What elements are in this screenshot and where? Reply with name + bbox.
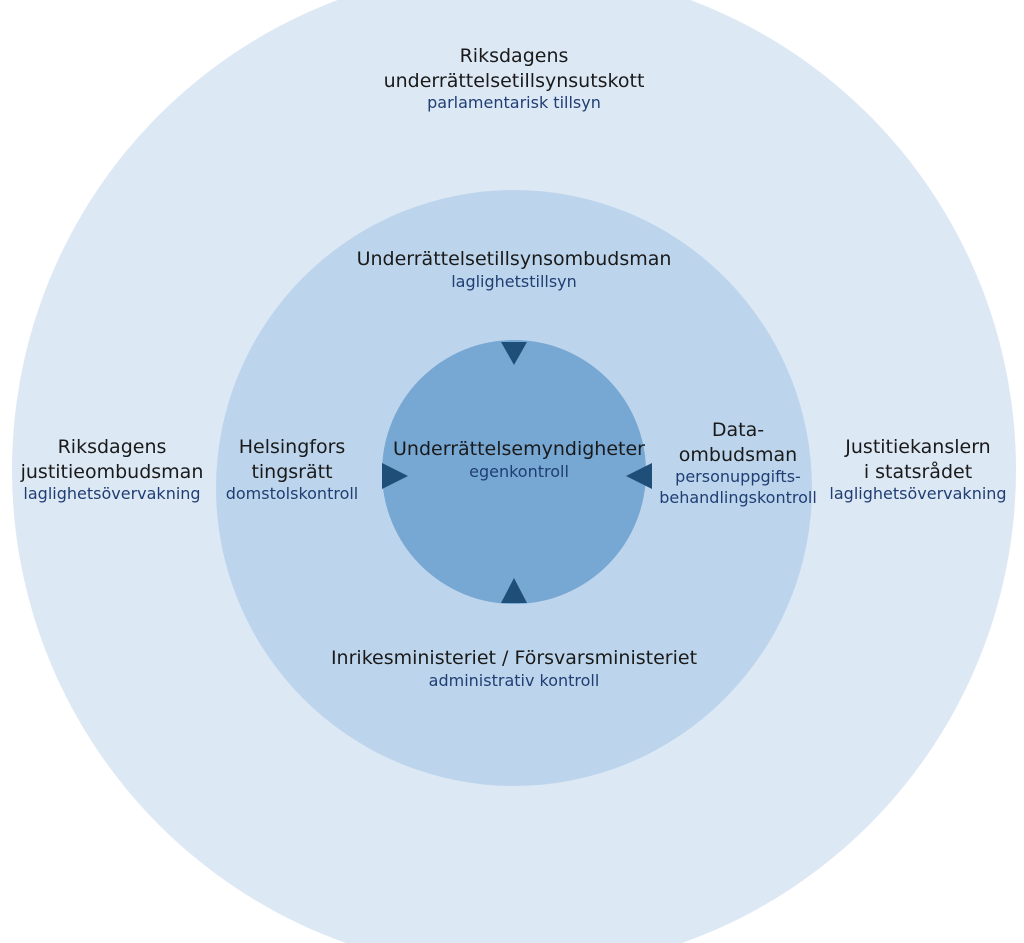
outer-right-subtitle: laglighetsövervakning	[829, 484, 1007, 504]
middle-right-subtitle-line2: behandlingskontroll	[659, 488, 817, 508]
middle-right-title-line1: Data-	[711, 419, 765, 441]
outer-top-subtitle: parlamentarisk tillsyn	[427, 93, 601, 113]
center-title: Underrättelsemyndigheter	[393, 438, 645, 460]
middle-bottom-subtitle: administrativ kontroll	[428, 670, 600, 690]
center-label: Underrättelsemyndigheter egenkontroll	[384, 437, 654, 482]
outer-left-title-line2: justitieombudsman	[20, 460, 204, 483]
middle-top-title: Underrättelsetillsynsombudsman	[356, 248, 672, 270]
middle-left-label: Helsingfors tingsrätt domstolskontroll	[214, 435, 370, 505]
arrow-from-left	[382, 463, 408, 489]
outer-right-title-line2: i statsrådet	[863, 460, 973, 483]
outer-left-label: Riksdagens justitieombudsman laglighetsö…	[12, 435, 212, 505]
middle-right-subtitle-line1: personuppgifts-	[675, 467, 801, 487]
outer-right-title-line1: Justitiekanslern	[845, 436, 991, 458]
middle-left-title-line1: Helsingfors	[238, 436, 346, 458]
outer-right-label: Justitiekanslern i statsrådet laglighets…	[822, 435, 1014, 505]
middle-right-label: Data- ombudsman personuppgifts- behandli…	[657, 418, 819, 509]
arrow-from-right	[626, 463, 652, 489]
outer-left-subtitle: laglighetsövervakning	[23, 484, 201, 504]
middle-bottom-title: Inrikesministeriet / Försvarsministeriet	[330, 647, 698, 669]
outer-top-title-line1: Riksdagens	[459, 45, 569, 67]
arrow-from-top	[501, 342, 527, 365]
middle-top-subtitle: laglighetstillsyn	[451, 271, 577, 291]
outer-top-label: Riksdagens underrättelsetillsynsutskott …	[364, 44, 664, 114]
outer-top-title-line2: underrättelsetillsynsutskott	[383, 69, 645, 92]
middle-bottom-label: Inrikesministeriet / Försvarsministeriet…	[299, 646, 729, 691]
middle-top-label: Underrättelsetillsynsombudsman laglighet…	[334, 247, 694, 292]
arrow-from-bottom	[501, 578, 527, 603]
outer-left-title-line1: Riksdagens	[57, 436, 167, 458]
middle-left-title-line2: tingsrätt	[251, 460, 333, 483]
inner-circle	[382, 340, 646, 604]
middle-right-title-line2: ombudsman	[678, 443, 798, 466]
middle-left-subtitle: domstolskontroll	[225, 484, 359, 504]
center-subtitle: egenkontroll	[469, 461, 569, 481]
